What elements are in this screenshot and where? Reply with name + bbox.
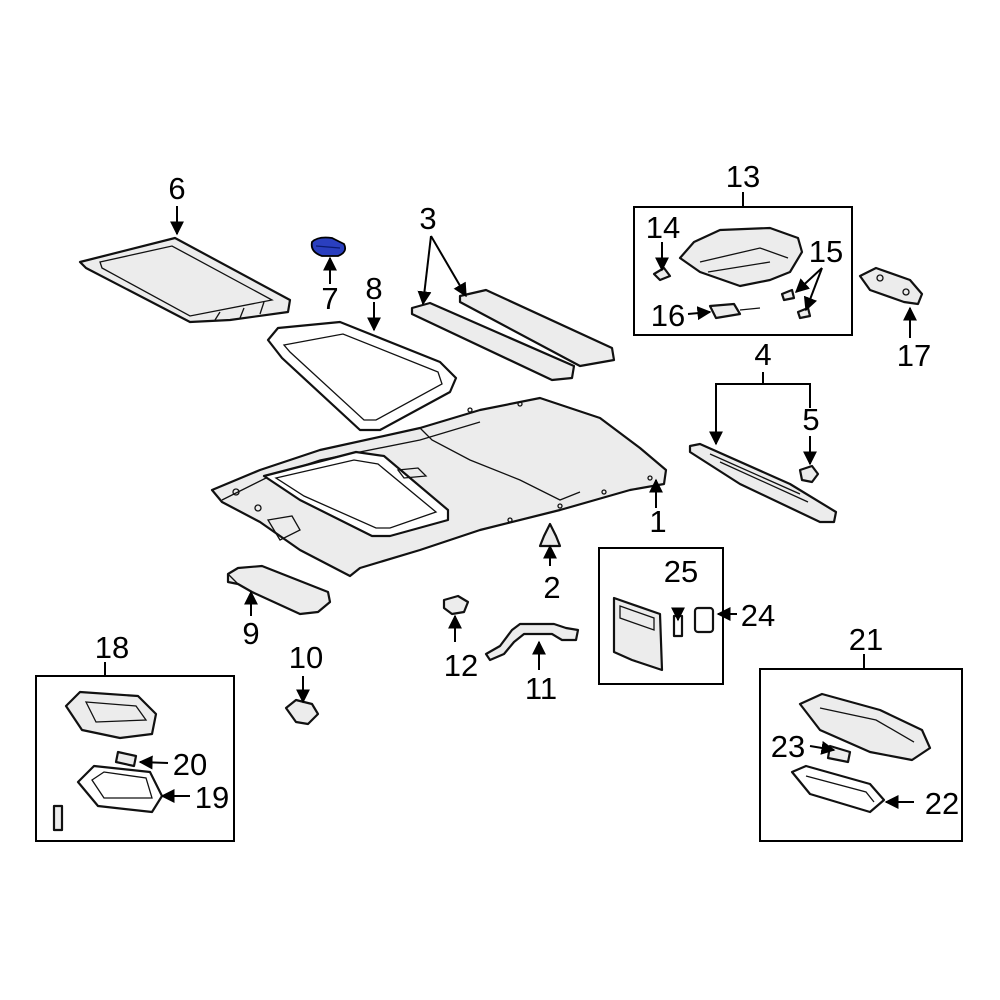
- part-17-bracket: [858, 266, 924, 306]
- callout-23: 23: [771, 729, 805, 764]
- callout-2: 2: [543, 570, 560, 605]
- box-18-map-lamp: [35, 675, 235, 842]
- callout-19: 19: [195, 780, 229, 815]
- callout-12: 12: [444, 648, 478, 683]
- callout-9: 9: [242, 616, 259, 651]
- callout-21: 21: [849, 622, 883, 657]
- part-2-clip: [538, 522, 562, 548]
- box-13-console-assembly: [633, 206, 853, 336]
- part-8-glass-frame: [266, 320, 458, 432]
- part-11-assist-grip: [484, 622, 580, 662]
- part-12-clip: [442, 594, 470, 616]
- callout-10: 10: [289, 640, 323, 675]
- callout-24: 24: [741, 598, 775, 633]
- callout-25: 25: [664, 554, 698, 589]
- callout-3: 3: [419, 201, 436, 236]
- part-10-visor-holder: [284, 698, 320, 726]
- callout-11: 11: [525, 671, 557, 706]
- callout-22: 22: [925, 786, 959, 821]
- part-1-headliner: [210, 396, 668, 578]
- callout-16: 16: [651, 298, 685, 333]
- part-6-sunshade: [78, 236, 292, 324]
- box-21-dome-lamp: [759, 668, 963, 842]
- callout-6: 6: [168, 171, 185, 206]
- part-5-clip: [798, 464, 820, 484]
- callout-5: 5: [802, 402, 819, 437]
- callout-20: 20: [173, 747, 207, 782]
- callout-labels: 1 2 3 4 5 6 7 8 9 10 11 12 13 14 15 16 1…: [95, 159, 959, 821]
- part-4-rail: [688, 442, 838, 524]
- callout-1: 1: [649, 504, 666, 539]
- callout-17: 17: [897, 338, 931, 373]
- callout-13: 13: [726, 159, 760, 194]
- callout-15: 15: [809, 234, 843, 269]
- callout-18: 18: [95, 630, 129, 665]
- box-24-panel: [598, 547, 724, 685]
- leader-lines: [104, 192, 917, 809]
- callout-7: 7: [321, 281, 338, 316]
- part-9-sun-visor: [226, 564, 332, 616]
- callout-8: 8: [365, 271, 382, 306]
- part-7-clip: [310, 236, 347, 257]
- callout-4: 4: [754, 337, 771, 372]
- callout-14: 14: [646, 210, 680, 245]
